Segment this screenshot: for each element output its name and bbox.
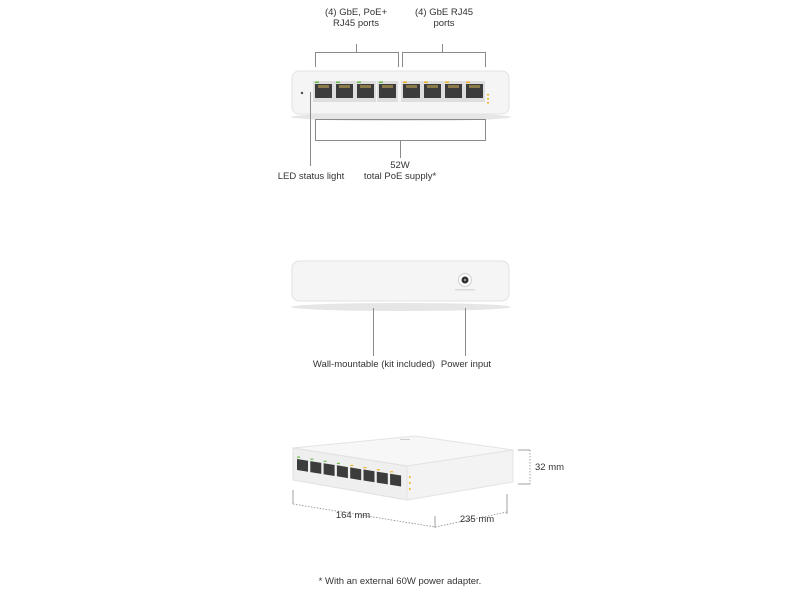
poe-ports-bracket [315,52,399,53]
poe-supply-bracket [315,119,485,120]
switch-rear-image [285,258,517,318]
power-leader-line [465,308,466,356]
height-dimension-label: 32 mm [535,462,565,473]
rj45-port-icon [376,469,388,485]
wall-mount-label: Wall-mountable (kit included) [312,359,436,370]
rj45-port-icon [443,81,464,102]
rj45-port-icon [350,464,362,481]
rj45-port-icon [401,81,422,102]
poe-ports-label: (4) GbE, PoE+ RJ45 ports [324,7,388,29]
power-input-label: Power input [440,359,492,370]
rj45-port-icon [323,460,335,476]
rj45-port-icon [377,81,398,102]
gbe-ports-bracket [402,52,486,53]
poe-supply-label: 52W total PoE supply* [363,160,437,182]
width-dimension-label: 164 mm [335,510,371,521]
led-status-label: LED status light [277,171,345,182]
footnote: * With an external 60W power adapter. [318,576,482,587]
rj45-port-icon [355,81,376,102]
rj45-port-icon [336,462,348,479]
gbe-ports-label: (4) GbE RJ45 ports [414,7,474,29]
wall-mount-leader-line [373,308,374,356]
led-leader-line [310,92,311,166]
rj45-port-icon [310,458,322,474]
rj45-port-icon [390,471,402,487]
depth-dimension-label: 235 mm [459,514,495,525]
rj45-port-icon [334,81,355,102]
rj45-port-icon [363,467,375,483]
rj45-port-icon [464,81,485,102]
rj45-port-icon [297,456,308,472]
rj45-port-icon [422,81,443,102]
switch-iso-image [285,430,531,540]
rj45-port-icon [313,81,334,102]
